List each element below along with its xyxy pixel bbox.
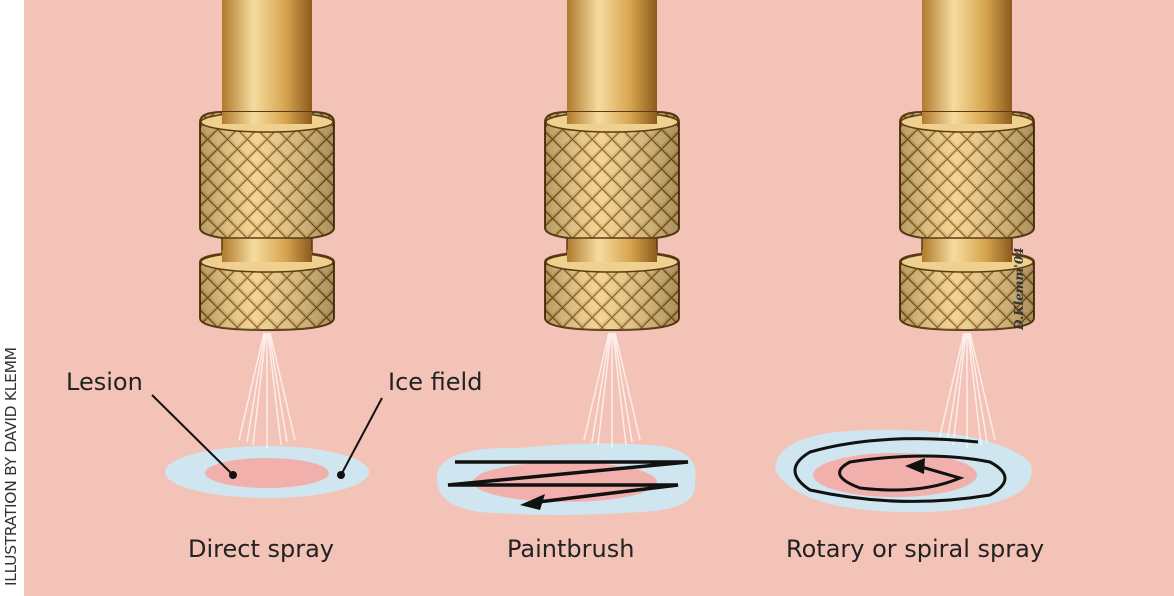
paintbrush-label: Paintbrush [507,535,635,563]
ice-field-label: Ice field [388,368,483,396]
cryotherapy-diagram [24,0,1174,596]
spiral-path-arrow [793,437,1007,503]
paintbrush-panel [436,0,696,515]
direct-spray-label: Direct spray [188,535,335,563]
rotary-spiral-spray-label: Rotary or spiral spray [786,535,1045,563]
illustration-credit: ILLUSTRATION BY DAVID KLEMM [2,347,20,586]
rotary-panel [775,0,1035,513]
lesion [205,458,329,488]
paintbrush-path-arrow [447,460,689,505]
lesion-leader-line [151,394,234,476]
direct-spray-panel [151,0,383,498]
lesion-label: Lesion [66,368,143,396]
artist-signature: D.Klemm'04 [1012,247,1026,330]
ice-field-leader-line [340,397,383,476]
